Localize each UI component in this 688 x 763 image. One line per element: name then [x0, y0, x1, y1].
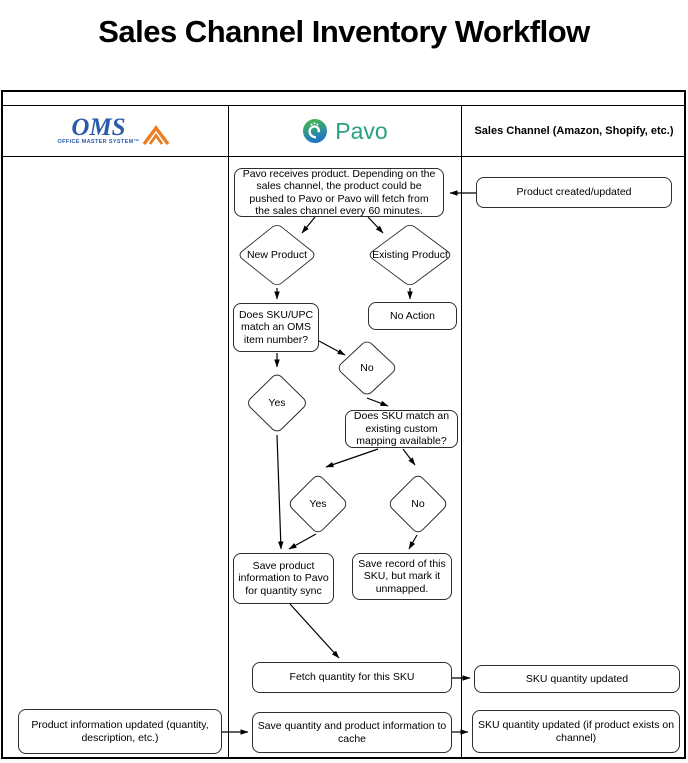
node-sku-quantity-updated: SKU quantity updated: [474, 665, 680, 693]
arrow-yes-to-save-product: [276, 434, 284, 550]
arrow-receives-to-existing-product: [367, 216, 384, 234]
arrow-receives-to-new-product: [301, 216, 316, 234]
node-no-action: No Action: [368, 302, 457, 330]
node-sku-upc-match-question: Does SKU/UPC match an OMS item number?: [233, 303, 319, 352]
node-custom-mapping-question: Does SKU match an existing custom mappin…: [345, 410, 458, 448]
node-save-product-information: Save product information to Pavo for qua…: [233, 553, 334, 604]
arrow-no2-to-save-record: [408, 534, 418, 550]
node-sku-quantity-updated-channel: SKU quantity updated (if product exists …: [472, 710, 680, 753]
decision-yes-1: Yes: [245, 371, 309, 434]
node-save-quantity-cache: Save quantity and product information to…: [252, 712, 452, 753]
decision-label: Existing Product: [372, 249, 448, 261]
header-row-divider: [2, 156, 686, 157]
decision-label: No: [360, 362, 374, 374]
decision-no-2: No: [386, 472, 450, 535]
decision-new-product: New Product: [236, 222, 318, 288]
sales-channel-header-label: Sales Channel (Amazon, Shopify, etc.): [474, 125, 674, 137]
decision-label: New Product: [246, 249, 308, 261]
arrow-no-to-custom-mapping: [366, 397, 389, 407]
lane-header-sales-channel: Sales Channel (Amazon, Shopify, etc.): [462, 106, 686, 156]
page-title: Sales Channel Inventory Workflow: [98, 14, 590, 49]
decision-yes-2: Yes: [286, 472, 350, 535]
arrow-mapping-to-yes2: [325, 448, 379, 468]
decision-label: Yes: [268, 396, 286, 409]
pavo-logo-icon: [303, 119, 328, 143]
table-divider-horizontal: [2, 105, 686, 106]
oms-logo-subtitle: OFFICE MASTER SYSTEM™: [57, 139, 140, 145]
node-product-created-updated: Product created/updated: [476, 177, 672, 208]
node-fetch-quantity: Fetch quantity for this SKU: [252, 662, 452, 693]
lane-header-oms: OMS OFFICE MASTER SYSTEM™: [2, 106, 228, 156]
arrow-mapping-to-no2: [402, 448, 416, 466]
pavo-logo: Pavo: [302, 117, 388, 145]
oms-logo: OMS OFFICE MASTER SYSTEM™: [57, 113, 173, 146]
arrow-yes2-to-save-product: [288, 533, 317, 550]
node-product-information-updated: Product information updated (quantity, d…: [18, 709, 222, 754]
oms-triangle-icon: [143, 124, 170, 145]
swimlane-table: [1, 90, 686, 759]
lane-header-pavo: Pavo: [229, 106, 461, 156]
decision-no-1: No: [335, 338, 399, 398]
node-save-record-unmapped: Save record of this SKU, but mark it unm…: [352, 553, 452, 600]
lane-divider-oms-pavo: [228, 105, 229, 757]
decision-existing-product: Existing Product: [366, 222, 454, 288]
oms-logo-text: OMS: [71, 113, 126, 141]
decision-label: No: [411, 497, 425, 510]
arrow-sku-upc-to-no: [318, 340, 346, 356]
arrow-save-product-to-fetch: [289, 603, 340, 659]
decision-label: Yes: [309, 497, 327, 510]
pavo-logo-text: Pavo: [335, 117, 388, 144]
lane-divider-pavo-sales: [461, 105, 462, 757]
node-pavo-receives-product: Pavo receives product. Depending on the …: [234, 168, 444, 217]
